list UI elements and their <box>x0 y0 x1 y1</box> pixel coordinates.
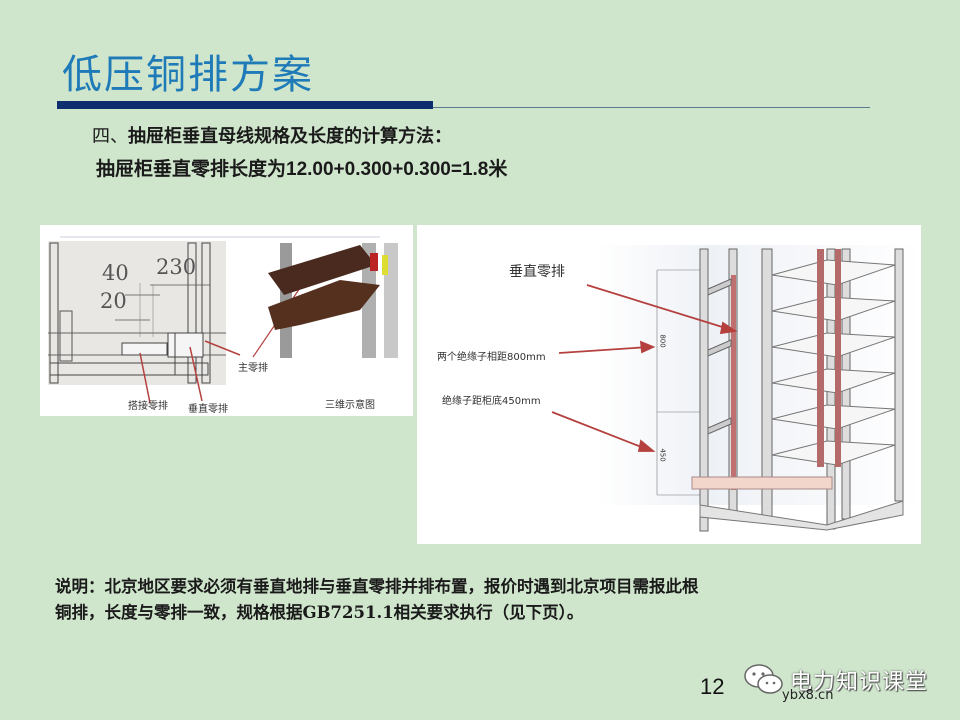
formula-expression: 12.00+0.300+0.300=1.8 <box>286 159 489 180</box>
page-number: 12 <box>700 674 725 699</box>
watermark: 电力知识课堂 ybx8.cn <box>742 660 942 710</box>
watermark-brand: 电力知识课堂 <box>790 670 929 695</box>
section-heading: 四、抽屉柜垂直母线规格及长度的计算方法： <box>92 122 452 148</box>
note-line-2: 铜排，长度与零排一致，规格根据GB7251.1相关要求执行（见下页）。 <box>55 603 584 622</box>
watermark-url: ybx8.cn <box>782 688 834 703</box>
label-main-neutral: 主零排 <box>238 363 268 374</box>
note-line-1: 说明：北京地区要求必须有垂直地排与垂直零排并排布置，报价时遇到北京项目需报此根 <box>55 577 699 596</box>
right-figure-cabinet: 垂直零排 两个绝缘子相距800mm 绝缘子距柜底450mm 800 450 <box>417 225 921 544</box>
dimension-20: 20 <box>100 289 127 313</box>
label-insulator-spacing: 两个绝缘子相距800mm <box>437 352 546 363</box>
label-insulator-bottom: 绝缘子距柜底450mm <box>442 396 541 407</box>
formula-line: 抽屉柜垂直零排长度为12.00+0.300+0.300=1.8米 <box>96 154 507 181</box>
section-heading-text: 抽屉柜垂直母线规格及长度的计算方法： <box>128 126 452 147</box>
label-vertical-neutral: 垂直零排 <box>188 404 228 415</box>
label-vertical-neutral-right: 垂直零排 <box>509 264 565 280</box>
wechat-icon <box>744 664 783 694</box>
dimension-40: 40 <box>102 261 129 285</box>
section-number: 四、 <box>92 126 128 147</box>
dim-800: 800 <box>658 334 667 348</box>
dim-450: 450 <box>658 448 667 462</box>
left-figure-drawing: 40 230 20 主零排 搭接零排 垂直零排 三维示意图 <box>40 225 413 416</box>
label-3d-view: 三维示意图 <box>325 400 375 411</box>
title-underline-thick <box>57 101 433 109</box>
formula-prefix: 抽屉柜垂直零排长度为 <box>96 158 287 180</box>
title-underline-thin <box>433 107 870 108</box>
formula-unit: 米 <box>488 158 508 180</box>
label-lap-neutral: 搭接零排 <box>128 401 168 412</box>
cabinet-3d-drawing <box>551 245 921 532</box>
note-paragraph: 说明：北京地区要求必须有垂直地排与垂直零排并排布置，报价时遇到北京项目需报此根 … <box>55 574 925 626</box>
dimension-230: 230 <box>156 255 197 279</box>
slide-title: 低压铜排方案 <box>62 52 314 98</box>
cabinet-2d-drawing <box>48 236 398 404</box>
